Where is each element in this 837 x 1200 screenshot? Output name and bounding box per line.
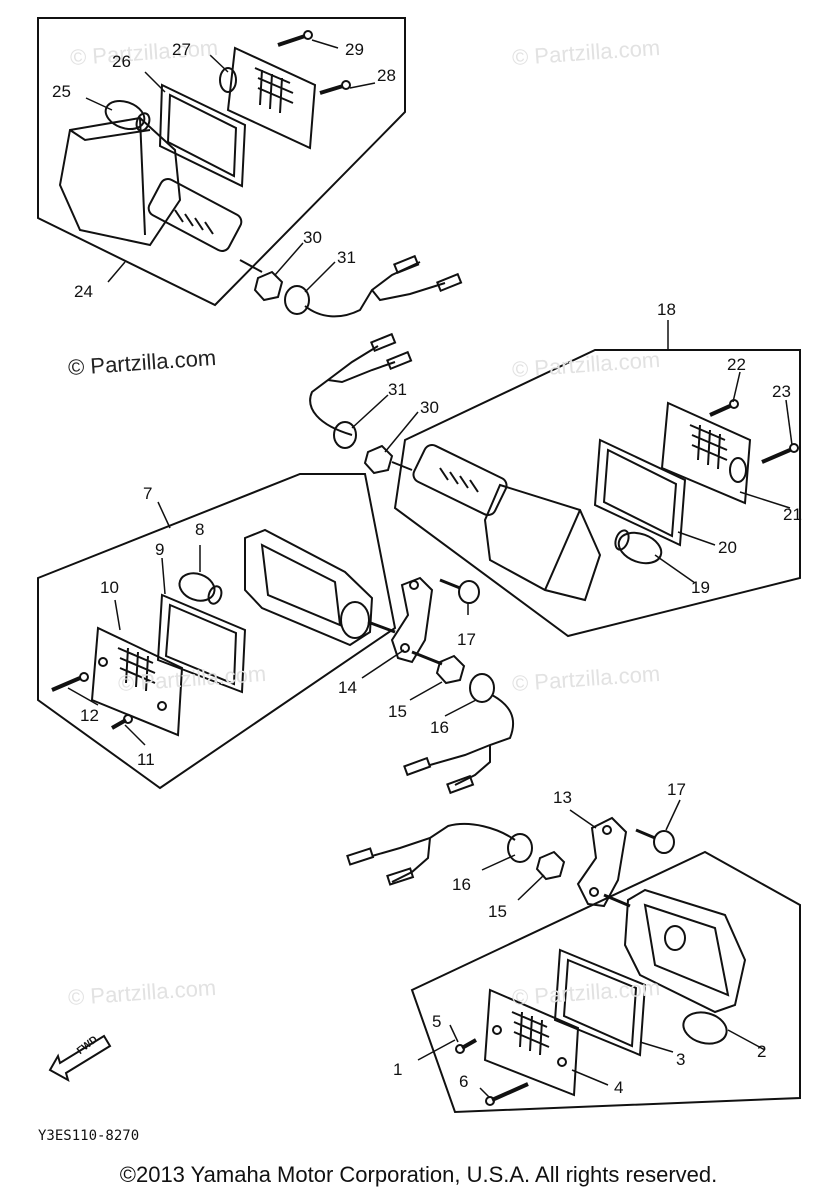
lens-4 [483, 988, 580, 1097]
callout-29: 29 [345, 40, 364, 59]
leader-lines [67, 39, 793, 1098]
housing-1 [623, 888, 747, 1014]
callout-12: 12 [80, 706, 99, 725]
screws-5-6 [455, 1038, 529, 1106]
callout-13: 13 [553, 788, 572, 807]
callout-11: 11 [137, 750, 155, 769]
callout-15: 15 [488, 902, 507, 921]
callout-30: 30 [303, 228, 322, 247]
callout-23: 23 [772, 382, 791, 401]
callout-5: 5 [432, 1012, 442, 1031]
callout-16: 16 [430, 718, 449, 737]
callout-6: 6 [459, 1072, 469, 1091]
nut-15-mid [435, 654, 466, 685]
callout-27: 27 [172, 40, 191, 59]
callout-17: 17 [667, 780, 686, 799]
bulb-8 [178, 572, 223, 605]
lens-10 [90, 626, 184, 737]
callout-26: 26 [112, 52, 131, 71]
forward-arrow-icon [48, 1034, 112, 1083]
callout-30: 30 [420, 398, 439, 417]
wires-31-right [309, 332, 413, 449]
callout-22: 22 [727, 355, 746, 374]
wires-16-bottom [346, 822, 533, 886]
grommet-31-top [284, 254, 463, 318]
bracket-13 [576, 816, 631, 908]
gasket-3 [553, 948, 647, 1057]
callout-31: 31 [337, 248, 356, 267]
turn-signal-body-18 [391, 443, 602, 602]
nut-30-top [253, 270, 284, 302]
screws-28-29 [277, 30, 351, 95]
lens-21 [660, 401, 752, 505]
callout-1: 1 [393, 1060, 403, 1079]
screws-11-12 [51, 672, 133, 730]
callout-31: 31 [388, 380, 407, 399]
callout-21: 21 [783, 505, 802, 524]
callout-15: 15 [388, 702, 407, 721]
callout-7: 7 [143, 484, 153, 503]
callout-28: 28 [377, 66, 396, 85]
callout-9: 9 [155, 540, 165, 559]
gasket-9 [156, 593, 247, 694]
callout-3: 3 [676, 1050, 686, 1069]
callout-10: 10 [100, 578, 119, 597]
assembly-box-24 [37, 17, 406, 307]
callout-20: 20 [718, 538, 737, 557]
bulb-2 [682, 1011, 728, 1045]
callout-4: 4 [614, 1078, 624, 1097]
diagram-code: Y3ES110-8270 [38, 1128, 140, 1144]
callout-17: 17 [457, 630, 476, 649]
turn-signal-body-24 [58, 116, 263, 273]
nut-15-bottom [535, 850, 566, 881]
grommet-16-mid [403, 673, 515, 795]
bulb-19 [614, 529, 663, 565]
callout-19: 19 [691, 578, 710, 597]
bolt-17-bottom [635, 828, 675, 854]
callout-16: 16 [452, 875, 471, 894]
screws-22-23 [709, 399, 799, 464]
callout-8: 8 [195, 520, 205, 539]
assembly-box-18 [393, 349, 801, 638]
callout-25: 25 [52, 82, 71, 101]
assembly-box-7 [37, 473, 397, 790]
lens-27 [219, 46, 317, 150]
gasket-26 [158, 83, 247, 188]
callout-24: 24 [74, 282, 93, 301]
housing-7 [244, 528, 396, 647]
gasket-20 [593, 438, 687, 547]
callout-14: 14 [338, 678, 357, 697]
callout-2: 2 [757, 1042, 767, 1061]
bracket-14 [390, 576, 443, 666]
callout-18: 18 [657, 300, 676, 319]
nut-30-right [363, 444, 394, 475]
bulb-25 [104, 99, 151, 132]
bolt-17-mid [439, 578, 480, 604]
copyright-notice: ©2013 Yamaha Motor Corporation, U.S.A. A… [119, 1162, 718, 1187]
assembly-box-1 [410, 850, 801, 1114]
